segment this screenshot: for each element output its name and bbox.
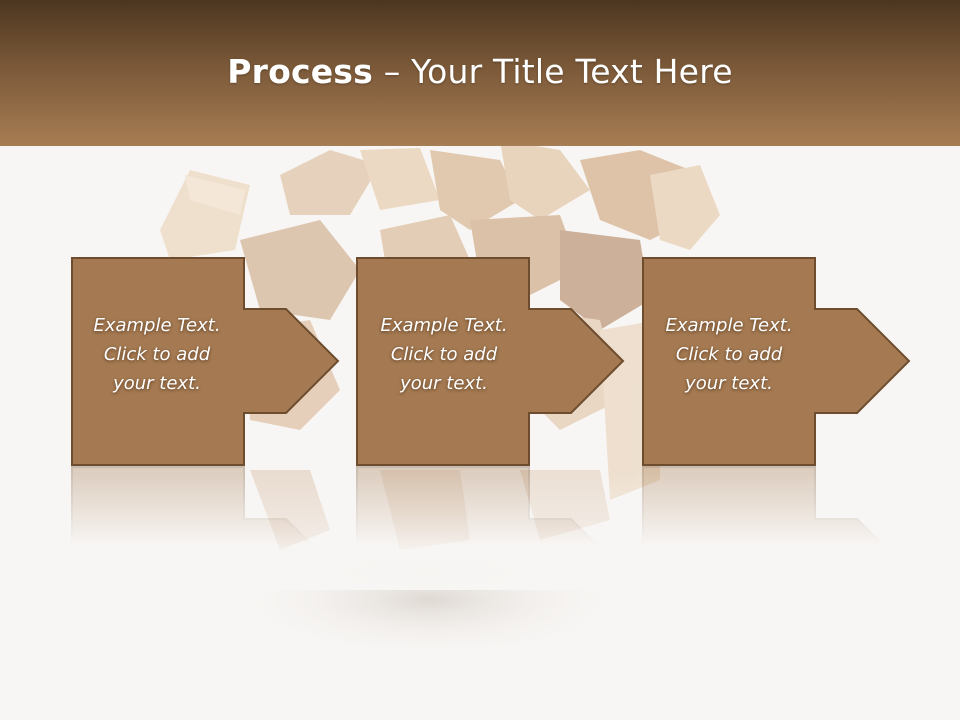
- slide-title[interactable]: Process – Your Title Text Here: [227, 52, 733, 91]
- step-2-text[interactable]: Example Text. Click to add your text.: [357, 311, 531, 398]
- step-1-line-1: Example Text.: [93, 315, 221, 336]
- step-2-line-2: Click to add: [390, 344, 498, 365]
- step-3-line-2: Click to add: [675, 344, 783, 365]
- step-2-line-3: your text.: [400, 373, 488, 394]
- step-2-shape[interactable]: [356, 257, 625, 466]
- step-1-shape[interactable]: [71, 257, 340, 466]
- title-bold-part: Process: [227, 51, 373, 91]
- step-3-line-1: Example Text.: [665, 315, 793, 336]
- step-3-shape[interactable]: [642, 257, 911, 466]
- step-3-reflection: [642, 466, 911, 675]
- title-bar: Process – Your Title Text Here: [0, 0, 960, 146]
- step-2-reflection: [356, 466, 625, 675]
- step-1-text[interactable]: Example Text. Click to add your text.: [70, 311, 244, 398]
- step-1-line-3: your text.: [113, 373, 201, 394]
- title-separator: –: [373, 51, 412, 91]
- step-3-line-3: your text.: [685, 373, 773, 394]
- title-rest: Your Title Text Here: [411, 51, 733, 91]
- step-1-reflection: [71, 466, 340, 675]
- step-3-text[interactable]: Example Text. Click to add your text.: [642, 311, 816, 398]
- step-1-line-2: Click to add: [103, 344, 211, 365]
- step-2-line-1: Example Text.: [380, 315, 508, 336]
